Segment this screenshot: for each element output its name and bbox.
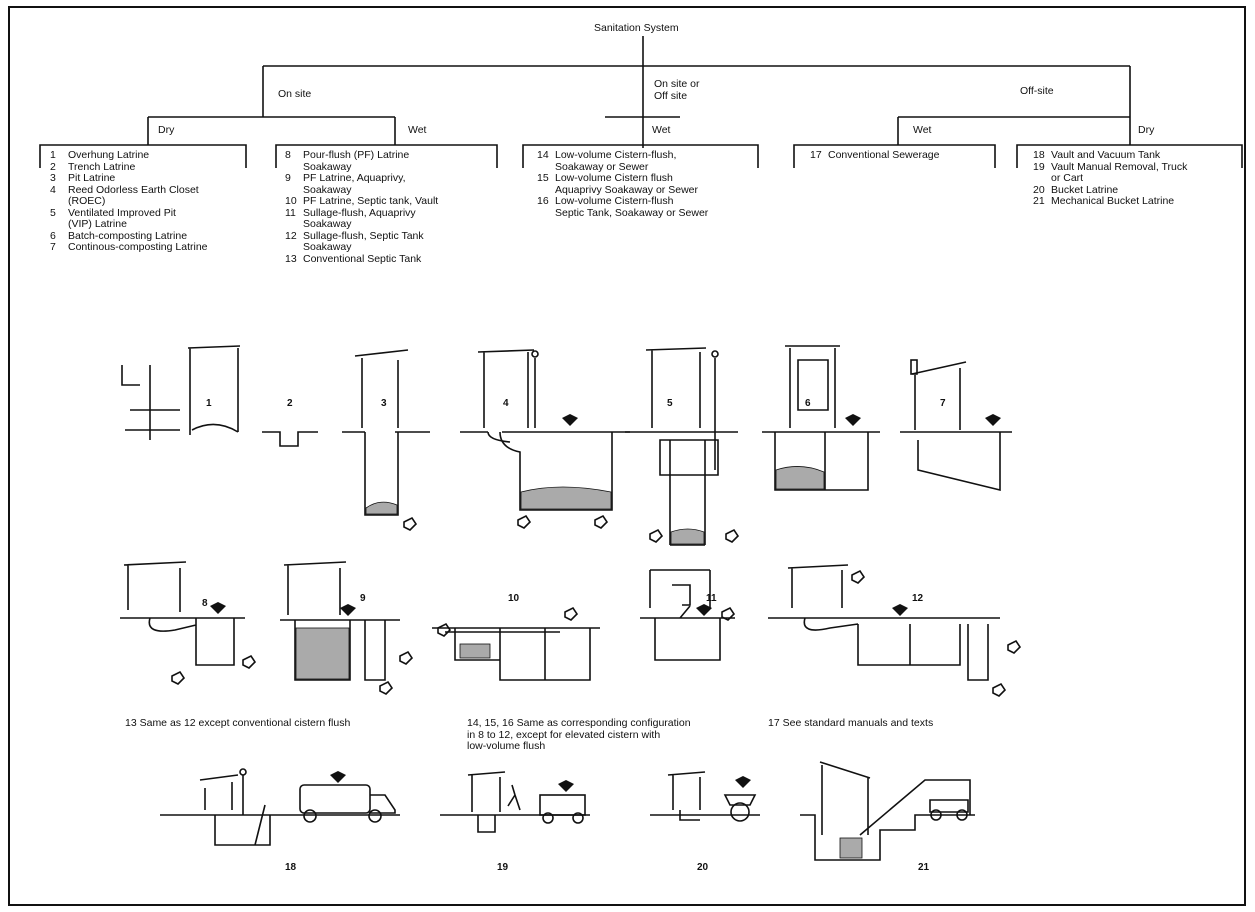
figure-number: 3 [381, 398, 387, 409]
figure-number: 11 [706, 593, 717, 604]
figure-number: 2 [287, 398, 293, 409]
figure-10-drawing [432, 606, 600, 681]
figure-12-drawing [768, 564, 1022, 697]
figure-8-drawing [120, 561, 257, 685]
figure-21-drawing [800, 761, 975, 861]
note-13: 13 Same as 12 except conventional cister… [125, 717, 351, 729]
off-site-label: Off-site [1020, 85, 1054, 97]
figure-number: 19 [497, 862, 509, 873]
figure-number: 4 [503, 398, 509, 409]
figure-1-drawing [121, 345, 241, 440]
root-label: Sanitation System [594, 22, 679, 34]
diagram-frame [8, 6, 1246, 906]
figure-number: 12 [912, 593, 924, 604]
figure-3-drawing [342, 349, 430, 531]
figure-number: 6 [805, 398, 811, 409]
figure-number: 18 [285, 862, 297, 873]
figure-9-drawing [280, 561, 414, 695]
either-label: On site or Off site [654, 78, 700, 102]
figure-4-drawing [460, 349, 630, 529]
figure-5-drawing [625, 347, 740, 546]
figure-2-drawing [262, 431, 318, 447]
figure-18-drawing [160, 768, 400, 846]
figure-number: 1 [206, 398, 212, 409]
figure-11-drawing [640, 569, 736, 661]
on-site-dry-label: Dry [158, 124, 175, 136]
figure-19-drawing [440, 771, 590, 833]
figure-number: 9 [360, 593, 366, 604]
off-site-wet-label: Wet [913, 124, 932, 136]
note-17: 17 See standard manuals and texts [768, 717, 934, 729]
figure-number: 20 [697, 862, 709, 873]
figure-number: 7 [940, 398, 946, 409]
figure-6-drawing [762, 345, 880, 491]
on-site-wet-label: Wet [408, 124, 427, 136]
either-wet-label: Wet [652, 124, 671, 136]
figure-number: 5 [667, 398, 673, 409]
figure-7-drawing [900, 359, 1012, 492]
figure-number: 21 [918, 862, 930, 873]
figure-20-drawing [650, 771, 760, 822]
on-site-label: On site [278, 88, 312, 100]
note-14-16: 14, 15, 16 Same as corresponding configu… [467, 717, 691, 752]
figure-number: 8 [202, 598, 208, 609]
off-site-dry-label: Dry [1138, 124, 1155, 136]
figure-number: 10 [508, 593, 520, 604]
